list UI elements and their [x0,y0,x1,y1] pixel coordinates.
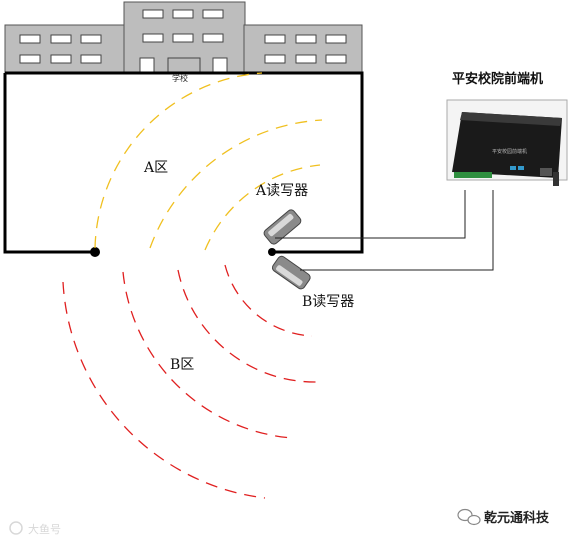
building-door [167,57,201,74]
zone-a-arcs [94,72,323,251]
device-title: 平安校院前端机 [452,72,544,87]
zone-b-arcs [62,264,319,499]
watermark-left-icon [9,521,23,535]
gate-post-left [90,247,100,257]
zone-a-label: A区 [144,160,169,176]
watermark-right: 乾元通科技 [484,511,550,526]
wechat-icon [457,508,481,526]
front-end-device-icon [446,99,568,186]
watermark-left: 大鱼号 [28,523,61,536]
connection-wires [275,190,494,271]
school-building [4,1,363,74]
gate-post-right [268,248,276,256]
campus-wall [3,71,364,254]
zone-b-label: B区 [170,357,195,373]
reader-b-icon [271,255,311,290]
building-left-wing [4,24,126,74]
device-panel-text: 平安校园前端机 [492,148,527,155]
reader-b-label: B读写器 [302,294,355,310]
school-sign: 学校 [172,74,188,83]
reader-a-label: A读写器 [256,183,309,199]
building-right-wing [243,24,363,74]
reader-a-icon [263,209,302,245]
